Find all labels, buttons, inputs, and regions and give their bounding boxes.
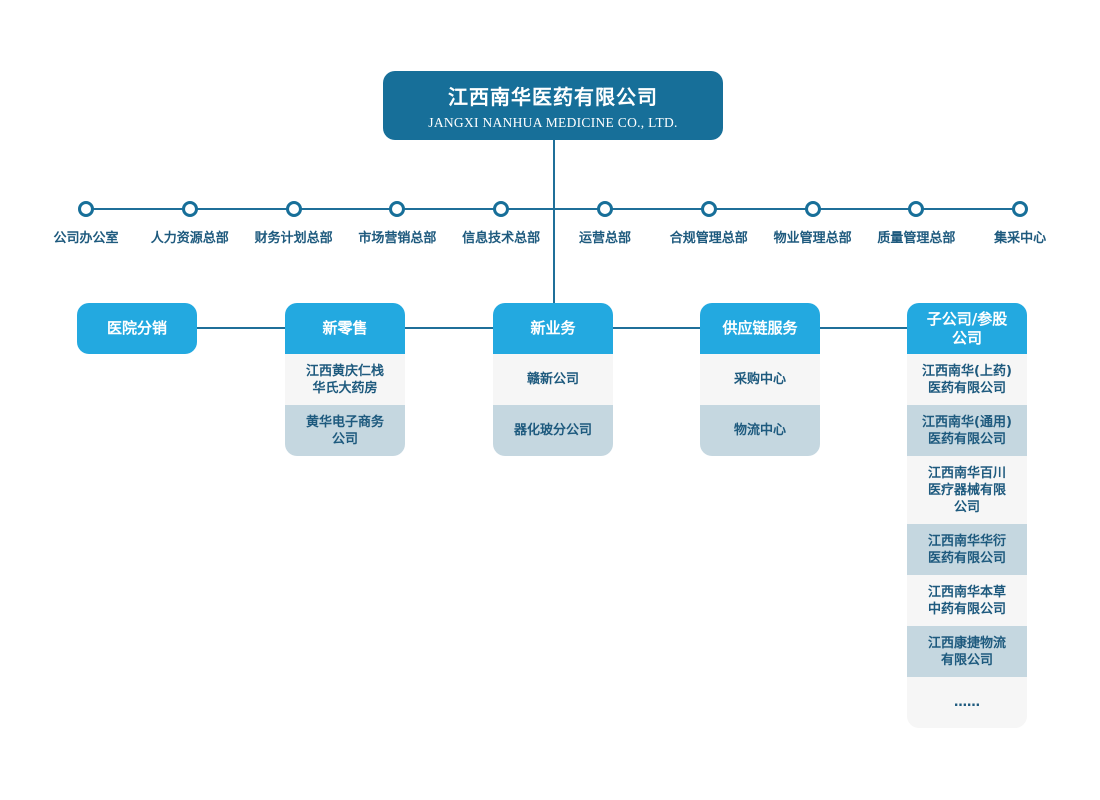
department-node xyxy=(597,200,613,217)
business-unit-item: 江西康捷物流有限公司 xyxy=(907,626,1027,677)
business-unit-item: 江西黄庆仁栈华氏大药房 xyxy=(285,354,405,405)
trunk-line xyxy=(553,140,555,303)
department-node xyxy=(908,200,925,217)
business-unit-item: 江西南华(上药)医药有限公司 xyxy=(907,354,1027,405)
business-unit: 医院分销 xyxy=(77,303,197,354)
department-node xyxy=(181,200,198,217)
business-unit-title: 新零售 xyxy=(285,303,405,354)
business-unit-item: …… xyxy=(907,677,1027,728)
department-node xyxy=(493,200,510,217)
business-unit: 供应链服务采购中心物流中心 xyxy=(700,303,820,456)
business-unit-item: 赣新公司 xyxy=(493,354,613,405)
department-node xyxy=(700,200,717,217)
department-node xyxy=(78,200,94,217)
business-unit: 新业务赣新公司器化玻分公司 xyxy=(493,303,613,456)
department-node xyxy=(1012,200,1029,217)
business-unit-item: 江西南华(通用)医药有限公司 xyxy=(907,405,1027,456)
business-unit: 新零售江西黄庆仁栈华氏大药房黄华电子商务公司 xyxy=(285,303,405,456)
department-label: 公司办公室 xyxy=(53,231,119,246)
department-label: 集采中心 xyxy=(994,231,1047,246)
department-label: 合规管理总部 xyxy=(669,231,748,246)
department-label: 质量管理总部 xyxy=(877,231,956,246)
business-unit-item: 采购中心 xyxy=(700,354,820,405)
business-unit-item: 物流中心 xyxy=(700,405,820,456)
business-unit-title: 子公司/参股公司 xyxy=(907,303,1027,354)
department-label: 物业管理总部 xyxy=(773,231,852,246)
company-box: 江西南华医药有限公司 JANGXI NANHUA MEDICINE CO., L… xyxy=(383,71,723,140)
business-unit-item: 江西南华本草中药有限公司 xyxy=(907,575,1027,626)
department-node xyxy=(389,200,406,217)
business-unit-item: 黄华电子商务公司 xyxy=(285,405,405,456)
department-label: 市场营销总部 xyxy=(358,231,437,246)
department-line xyxy=(86,208,1020,210)
department-node xyxy=(285,200,302,217)
department-label: 财务计划总部 xyxy=(254,231,333,246)
business-unit-item: 江西南华百川医疗器械有限公司 xyxy=(907,456,1027,524)
business-unit-title: 医院分销 xyxy=(77,303,197,354)
department-node xyxy=(804,200,821,217)
business-unit-title: 新业务 xyxy=(493,303,613,354)
department-label: 运营总部 xyxy=(578,231,631,246)
business-unit-item: 器化玻分公司 xyxy=(493,405,613,456)
department-label: 人力资源总部 xyxy=(150,231,229,246)
company-name-cn: 江西南华医药有限公司 xyxy=(448,84,658,109)
business-unit-title: 供应链服务 xyxy=(700,303,820,354)
business-unit: 子公司/参股公司江西南华(上药)医药有限公司江西南华(通用)医药有限公司江西南华… xyxy=(907,303,1027,728)
department-label: 信息技术总部 xyxy=(462,231,541,246)
business-unit-item: 江西南华华衍医药有限公司 xyxy=(907,524,1027,575)
company-name-en: JANGXI NANHUA MEDICINE CO., LTD. xyxy=(428,114,678,130)
